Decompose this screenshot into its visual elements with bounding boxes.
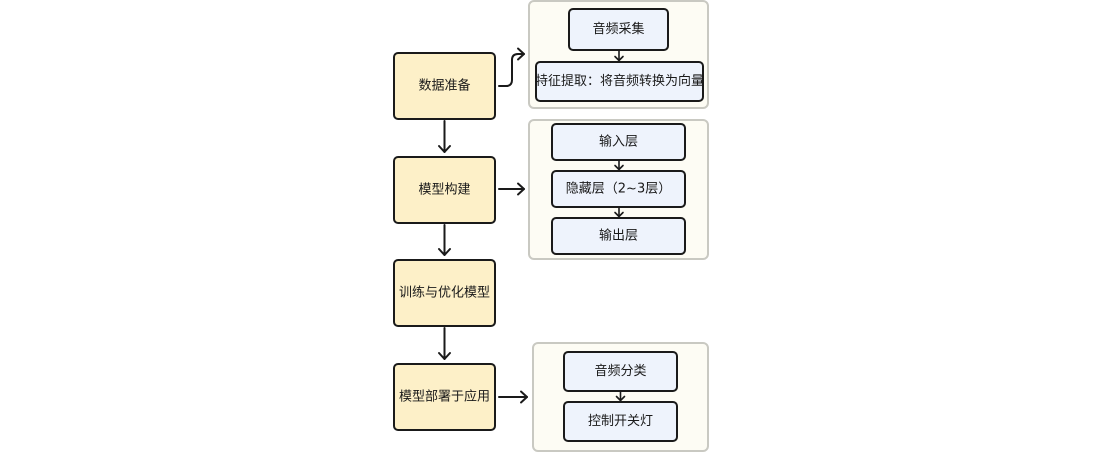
sub-hidden-layer-label: 隐藏层（2~3层） (566, 182, 671, 197)
sub-audio-classify: 音频分类 (563, 351, 678, 392)
arrow-train-to-deploy (438, 327, 451, 360)
sub-output-layer: 输出层 (551, 217, 686, 255)
arrow-model-build-to-group (498, 182, 525, 196)
sub-light-control-label: 控制开关灯 (588, 414, 653, 429)
arrow-data-prep-to-model-build (438, 120, 451, 153)
step-train-optimize-label: 训练与优化模型 (399, 286, 490, 301)
step-model-build-label: 模型构建 (418, 183, 470, 198)
step-model-build: 模型构建 (393, 156, 496, 224)
step-data-prep-label: 数据准备 (418, 78, 470, 94)
sub-audio-capture: 音频采集 (568, 8, 669, 51)
sub-audio-capture-label: 音频采集 (592, 21, 644, 37)
arrow-hidden-to-output (614, 207, 624, 218)
sub-light-control: 控制开关灯 (563, 401, 678, 442)
sub-hidden-layer: 隐藏层（2~3层） (551, 170, 686, 208)
sub-input-layer: 输入层 (551, 123, 686, 161)
sub-feature-extract-label: 特征提取：将音频转换为向量 (535, 73, 704, 89)
step-deploy-label: 模型部署于应用 (399, 389, 490, 405)
sub-input-layer-label: 输入层 (599, 134, 638, 150)
step-deploy: 模型部署于应用 (393, 363, 496, 431)
arrow-deploy-to-group (498, 390, 528, 404)
step-train-optimize: 训练与优化模型 (393, 259, 496, 327)
arrow-data-prep-to-group (498, 47, 525, 87)
arrow-input-to-hidden (614, 160, 624, 171)
sub-audio-classify-label: 音频分类 (594, 363, 646, 379)
sub-output-layer-label: 输出层 (599, 228, 638, 244)
arrow-model-build-to-train (438, 224, 451, 256)
arrow-capture-to-extract (614, 50, 624, 62)
sub-feature-extract: 特征提取：将音频转换为向量 (535, 61, 704, 102)
arrow-classify-to-control (615, 391, 626, 402)
step-data-prep: 数据准备 (393, 52, 496, 120)
